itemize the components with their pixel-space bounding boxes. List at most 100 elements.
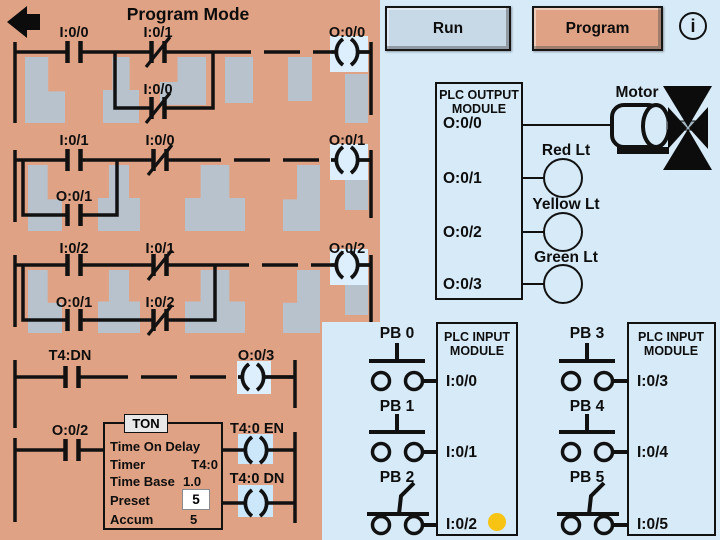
label-t4-en-coil: T4:0 EN [230, 421, 284, 437]
label-rung2-coil: O:0/1 [328, 133, 366, 149]
output-wiring [523, 124, 612, 285]
plc-input-module-left-box [436, 322, 518, 536]
output-module-header-line2: MODULE [451, 102, 507, 116]
ton-timebase-value: 1.0 [183, 474, 202, 489]
contact-nc-i01-rung1[interactable] [144, 35, 172, 69]
coil-t4-dn[interactable] [243, 488, 269, 518]
input-left-header-line2: MODULE [449, 344, 505, 358]
back-arrow-icon [7, 6, 40, 38]
decor-block [288, 57, 312, 101]
contact-no-o01-rung2-branch[interactable] [65, 204, 83, 226]
pushbutton-pb0[interactable] [369, 343, 436, 392]
red-light-label: Red Lt [541, 142, 591, 159]
decor-block [345, 74, 368, 123]
back-button[interactable] [7, 6, 40, 38]
input-port-i02: I:0/2 [446, 516, 478, 533]
label-rung5-contact1: O:0/2 [51, 423, 89, 439]
ladder-rails [13, 42, 373, 523]
label-rung1-contact2: I:0/1 [143, 25, 173, 41]
input-port-i01: I:0/1 [446, 444, 478, 461]
label-rung1-coil: O:0/0 [328, 25, 366, 41]
label-rung2-branch-contact: O:0/1 [55, 189, 93, 205]
ladder-wires-dashed [92, 50, 331, 379]
pushbutton-pb3[interactable] [559, 343, 627, 392]
contact-nc-i01-rung3[interactable] [146, 248, 174, 282]
coil-o02[interactable] [331, 250, 371, 280]
ton-title: Time On Delay [110, 439, 201, 454]
contact-no-i02-rung3[interactable] [65, 254, 83, 276]
output-port-o00: O:0/0 [443, 115, 482, 132]
contact-no-o01-rung3-branch[interactable] [65, 309, 83, 331]
plc-output-module-box [435, 82, 523, 300]
ton-tab: TON [124, 414, 168, 433]
motor-label: Motor [615, 84, 659, 101]
input-port-i04: I:0/4 [637, 444, 669, 461]
input-right-header-line1: PLC INPUT [638, 330, 704, 344]
pushbutton-pb5[interactable] [557, 481, 627, 536]
coil-o03[interactable] [238, 362, 295, 392]
ladder-diagram [13, 35, 373, 523]
pushbutton-pb4[interactable] [559, 414, 627, 463]
pb4-label: PB 4 [569, 398, 605, 415]
ladder-wires-solid [15, 50, 295, 505]
input-right-header-line2: MODULE [643, 344, 699, 358]
ton-timer-value: T4:0 [191, 457, 218, 472]
contact-no-i01-rung2[interactable] [65, 149, 83, 171]
input-left-header-line1: PLC INPUT [444, 330, 510, 344]
contact-nc-i02-rung3-branch[interactable] [146, 303, 174, 337]
pb5-label: PB 5 [569, 469, 605, 486]
run-button[interactable]: Run [385, 6, 511, 51]
ton-preset-label: Preset [110, 493, 150, 508]
decor-block [225, 57, 253, 103]
output-port-o03: O:0/3 [443, 276, 482, 293]
input-port-i05: I:0/5 [637, 516, 669, 533]
info-button[interactable]: i [679, 12, 707, 40]
pushbutton-pb2[interactable] [367, 481, 436, 536]
pb2-label: PB 2 [379, 469, 415, 486]
ton-accum-label: Accum [110, 512, 154, 527]
coil-t4-en[interactable] [243, 435, 269, 465]
output-port-o01: O:0/1 [443, 170, 482, 187]
output-port-o02: O:0/2 [443, 224, 482, 241]
output-module-header-line1: PLC OUTPUT [439, 88, 519, 102]
red-light-lamp [543, 158, 583, 198]
input-i02-on-indicator [488, 513, 506, 531]
contact-no-o02-rung5[interactable] [63, 439, 81, 461]
label-rung1-branch-contact: I:0/0 [143, 82, 173, 98]
green-light-label: Green Lt [534, 249, 598, 266]
input-port-i03: I:0/3 [637, 373, 669, 390]
label-rung3-coil: O:0/2 [328, 241, 366, 257]
pb3-label: PB 3 [569, 325, 605, 342]
program-button[interactable]: Program [532, 6, 663, 51]
label-rung4-contact1: T4:DN [48, 348, 92, 364]
contact-nc-i00-rung2[interactable] [146, 143, 174, 177]
motor-icon [610, 86, 712, 170]
label-rung3-branch-contact1: O:0/1 [55, 295, 93, 311]
preset-input[interactable] [182, 489, 210, 510]
label-t4-dn-coil: T4:0 DN [229, 471, 285, 487]
contact-no-i00-rung1[interactable] [65, 41, 83, 63]
page-title: Program Mode [126, 4, 250, 24]
label-rung4-coil: O:0/3 [237, 348, 275, 364]
label-rung3-branch-contact2: I:0/2 [145, 295, 175, 311]
coil-o00[interactable] [331, 37, 371, 67]
ton-accum-value: 5 [190, 512, 198, 527]
ton-timer-label: Timer [110, 457, 146, 472]
label-rung2-contact1: I:0/1 [59, 133, 89, 149]
coil-o01[interactable] [331, 145, 371, 175]
plc-input-module-right-box [627, 322, 716, 536]
green-light-lamp [543, 264, 583, 304]
label-rung3-contact2: I:0/1 [145, 241, 175, 257]
motor-fan-blades [663, 86, 712, 170]
yellow-light-label: Yellow Lt [532, 196, 600, 213]
contact-nc-i00-rung1-branch[interactable] [144, 91, 172, 125]
label-rung2-contact2: I:0/0 [145, 133, 175, 149]
input-port-i00: I:0/0 [446, 373, 478, 390]
pb1-label: PB 1 [379, 398, 415, 415]
pushbutton-pb1[interactable] [369, 414, 436, 463]
label-rung3-contact1: I:0/2 [59, 241, 89, 257]
yellow-light-lamp [543, 212, 583, 252]
contact-no-t4dn-rung4[interactable] [63, 366, 81, 388]
